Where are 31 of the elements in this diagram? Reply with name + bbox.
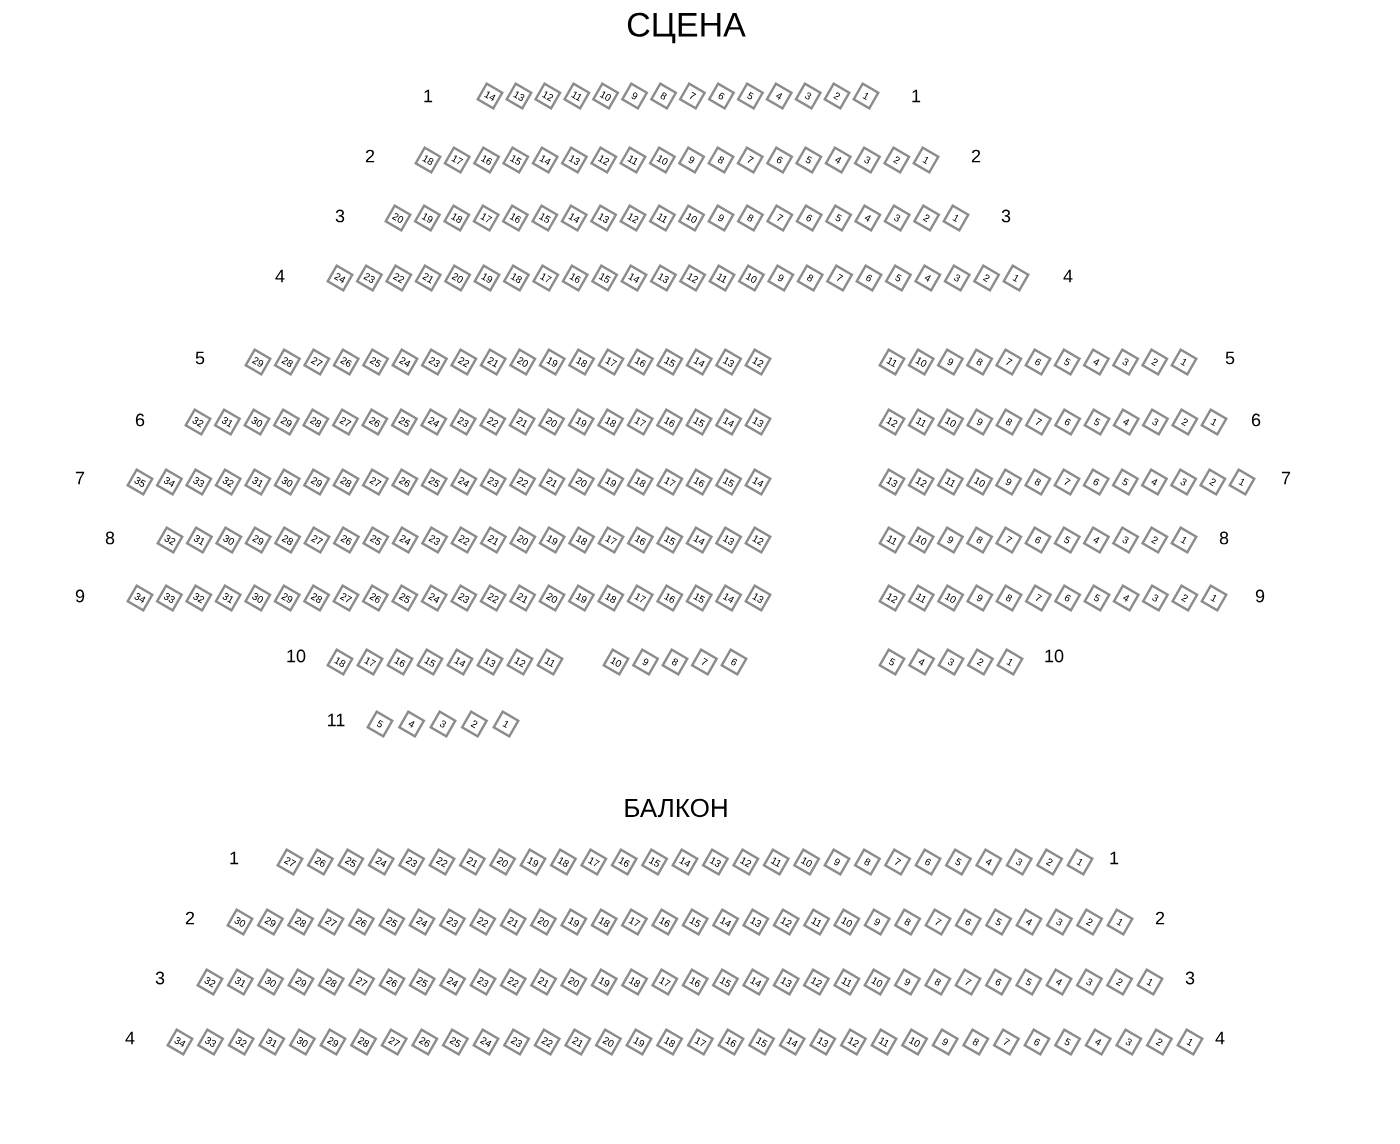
row-number: 5 bbox=[195, 351, 205, 365]
row-number: 9 bbox=[1255, 589, 1265, 603]
row-number: 2 bbox=[365, 149, 375, 163]
row-number: 7 bbox=[1281, 471, 1291, 485]
row-number: 6 bbox=[135, 413, 145, 427]
row-number: 1 bbox=[230, 851, 239, 865]
row-number: 7 bbox=[75, 471, 85, 485]
row-number: 2 bbox=[971, 149, 981, 163]
row-number: 10 bbox=[1045, 649, 1064, 663]
row-number: 4 bbox=[1063, 269, 1073, 283]
row-number: 8 bbox=[105, 531, 115, 545]
row-number: 1 bbox=[912, 89, 921, 103]
stage-label: СЦЕНА bbox=[627, 12, 746, 44]
row-number: 6 bbox=[1251, 413, 1261, 427]
row-number: 1 bbox=[1110, 851, 1119, 865]
row-number: 11 bbox=[328, 713, 345, 727]
row-number: 3 bbox=[155, 971, 165, 985]
row-number: 3 bbox=[335, 209, 345, 223]
row-number: 8 bbox=[1219, 531, 1229, 545]
row-number: 3 bbox=[1001, 209, 1011, 223]
row-number: 3 bbox=[1185, 971, 1195, 985]
row-number: 4 bbox=[125, 1031, 135, 1045]
row-number: 4 bbox=[275, 269, 285, 283]
row-number: 4 bbox=[1215, 1031, 1225, 1045]
row-number: 9 bbox=[75, 589, 85, 603]
section-title: БАЛКОН bbox=[625, 798, 727, 818]
row-number: 1 bbox=[424, 89, 433, 103]
row-number: 2 bbox=[1155, 911, 1165, 925]
row-number: 2 bbox=[185, 911, 195, 925]
row-number: 10 bbox=[287, 649, 306, 663]
row-number: 5 bbox=[1225, 351, 1235, 365]
